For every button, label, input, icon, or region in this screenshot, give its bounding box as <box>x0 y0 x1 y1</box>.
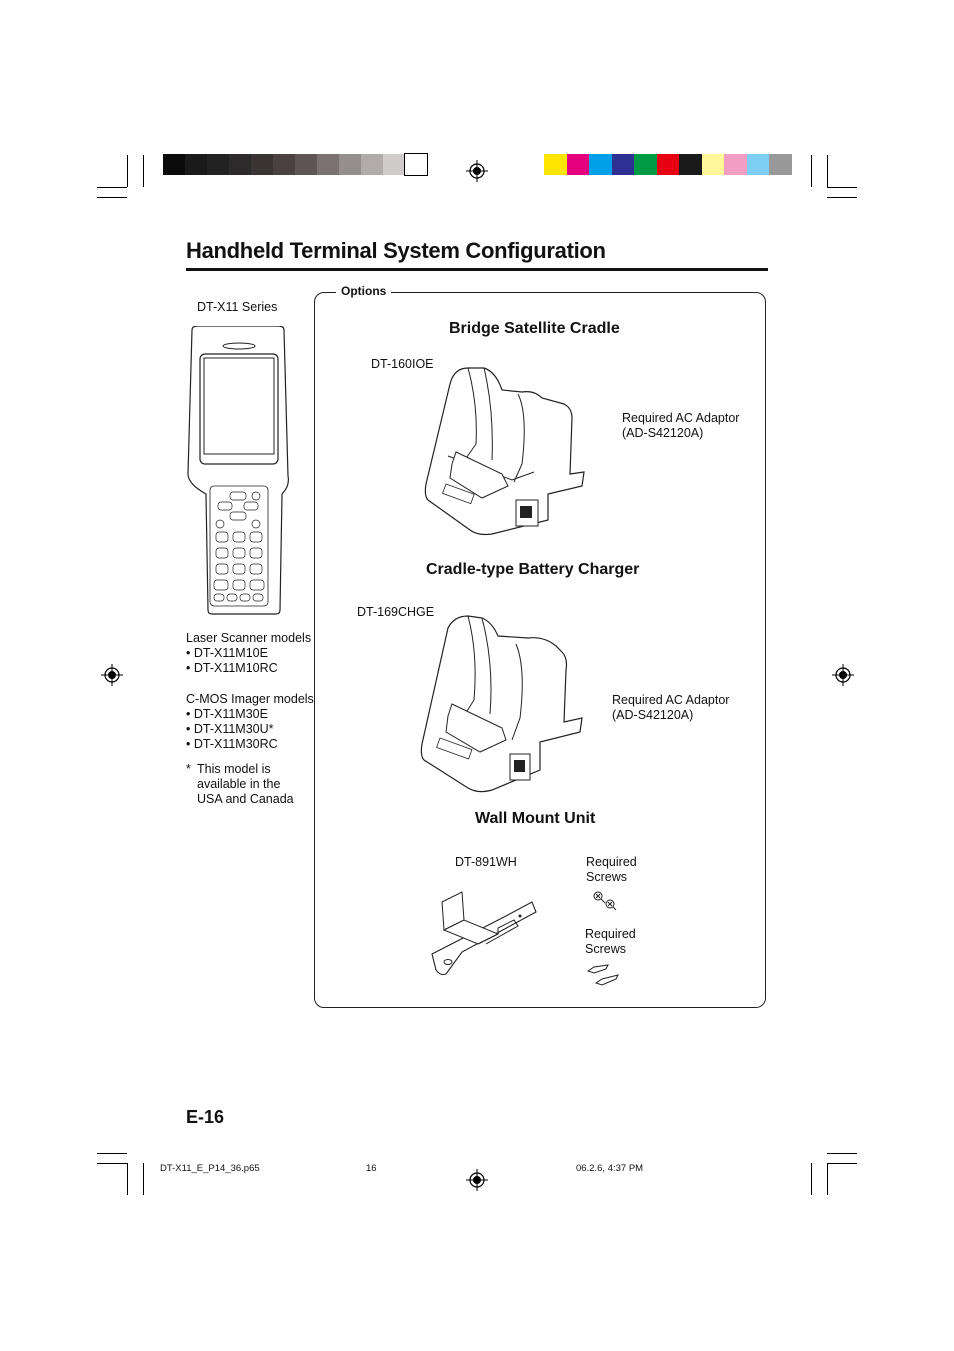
charger-required-adaptor: Required AC Adaptor (AD-S42120A) <box>612 693 730 722</box>
gray-swatch <box>185 154 207 175</box>
registration-mark-icon <box>832 664 854 686</box>
gray-swatch <box>404 153 428 176</box>
color-swatch <box>679 154 702 175</box>
terminal-series-label: DT-X11 Series <box>197 300 278 314</box>
color-swatch <box>566 154 589 175</box>
charger-model: DT-169CHGE <box>357 605 435 619</box>
footnote-mark: * <box>186 762 191 776</box>
list-item: • DT-X11M30E <box>186 707 268 721</box>
gray-swatch <box>383 154 405 175</box>
gray-swatch <box>295 154 317 175</box>
gray-swatch <box>273 154 295 175</box>
color-swatch <box>724 154 747 175</box>
footer-page: 16 <box>366 1163 377 1174</box>
registration-mark-icon <box>101 664 123 686</box>
options-box <box>314 292 766 1008</box>
cmos-models-heading: C-MOS Imager models <box>186 692 314 706</box>
color-swatch <box>611 154 634 175</box>
footer-timestamp: 06.2.6, 4:37 PM <box>576 1163 644 1174</box>
list-item: • DT-X11M30U* <box>186 722 274 736</box>
section-title-bridge: Bridge Satellite Cradle <box>449 320 620 337</box>
laser-models-list: • DT-X11M10E • DT-X11M10RC <box>186 646 278 676</box>
wall-model: DT-891WH <box>455 855 517 869</box>
footnote-text: This model is available in the USA and C… <box>197 762 294 806</box>
wall-required-screws-2: Required Screws <box>585 927 636 956</box>
page-title: Handheld Terminal System Configuration <box>186 238 606 263</box>
section-title-charger: Cradle-type Battery Charger <box>426 561 640 578</box>
handheld-terminal-illustration <box>187 326 289 615</box>
registration-mark-icon <box>466 160 488 182</box>
battery-charger-illustration <box>420 615 583 793</box>
color-swatch <box>746 154 769 175</box>
bridge-cradle-illustration <box>424 367 585 536</box>
gray-swatch <box>207 154 229 175</box>
cmos-models-list: • DT-X11M30E • DT-X11M30U* • DT-X11M30RC <box>186 707 278 752</box>
color-swatch <box>589 154 612 175</box>
list-item: • DT-X11M10E <box>186 646 268 660</box>
registration-mark-icon <box>466 1169 488 1191</box>
color-swatch <box>634 154 657 175</box>
color-swatch <box>769 154 792 175</box>
section-title-wall: Wall Mount Unit <box>475 810 596 827</box>
gray-swatch <box>317 154 339 175</box>
color-swatch <box>544 154 567 175</box>
gray-swatch <box>361 154 383 175</box>
title-rule <box>186 268 768 271</box>
bridge-model: DT-160IOE <box>371 357 434 371</box>
options-label: Options <box>336 284 392 298</box>
screw-icon <box>593 891 617 911</box>
gray-swatch <box>163 154 185 175</box>
page-number: E-16 <box>186 1107 225 1127</box>
list-item: • DT-X11M10RC <box>186 661 278 675</box>
footer-file-name: DT-X11_E_P14_36.p65 <box>160 1163 260 1174</box>
color-swatch <box>701 154 724 175</box>
gray-swatch <box>251 154 273 175</box>
wall-required-screws-1: Required Screws <box>586 855 637 884</box>
bridge-required-adaptor: Required AC Adaptor (AD-S42120A) <box>622 411 740 440</box>
color-swatch <box>656 154 679 175</box>
list-item: • DT-X11M30RC <box>186 737 278 751</box>
gray-swatch <box>339 154 361 175</box>
gray-swatch <box>229 154 251 175</box>
wall-mount-illustration <box>431 891 537 976</box>
screw-icon <box>586 964 619 986</box>
laser-models-heading: Laser Scanner models <box>186 631 312 645</box>
